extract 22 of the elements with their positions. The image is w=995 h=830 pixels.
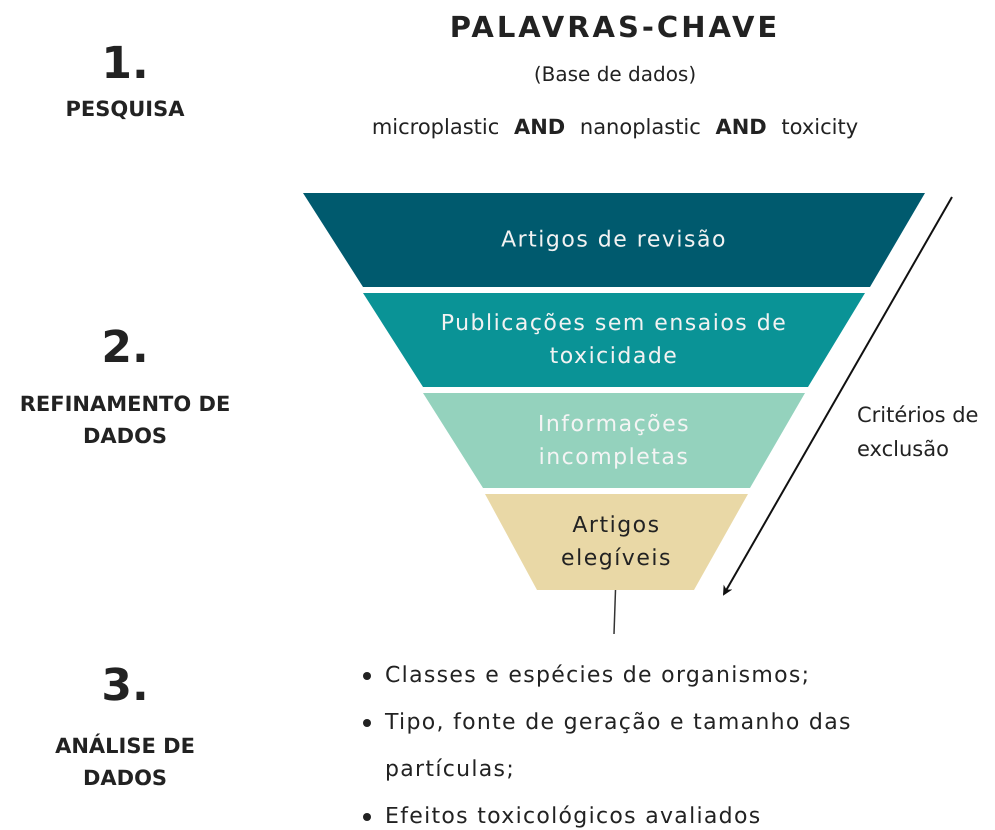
- band-label: Publicações sem ensaios de toxicidade: [440, 310, 788, 371]
- step-title: ANÁLISE DE DADOS: [54, 732, 196, 792]
- database-note: (Base de dados): [532, 62, 698, 86]
- band-label: Artigos de revisão: [500, 226, 728, 254]
- funnel-band: [303, 193, 925, 287]
- connector-line: [613, 590, 616, 634]
- keyword-query: microplastic AND nanoplastic AND toxicity: [370, 115, 860, 139]
- list-item: Efeitos toxicológicos avaliados: [355, 793, 885, 830]
- step-number: 2.: [100, 322, 150, 373]
- band-label: Informações incompletas: [536, 410, 692, 472]
- step-number: 3.: [100, 660, 150, 711]
- list-item: Classes e espécies de organismos;: [355, 652, 885, 699]
- funnel-band: [423, 393, 805, 488]
- funnel-band: [363, 293, 865, 387]
- keywords-heading: PALAVRAS-CHAVE: [448, 10, 782, 44]
- arrow-label: Critérios de exclusão: [857, 402, 980, 463]
- list-item: Tipo, fonte de geração e tamanho das partículas;: [355, 699, 885, 793]
- funnel-band: [485, 494, 748, 590]
- step-title: PESQUISA: [64, 96, 186, 123]
- step-number: 1.: [100, 38, 150, 89]
- step-title: REFINAMENTO DE DADOS: [18, 391, 232, 450]
- band-label: Artigos elegíveis: [560, 512, 673, 573]
